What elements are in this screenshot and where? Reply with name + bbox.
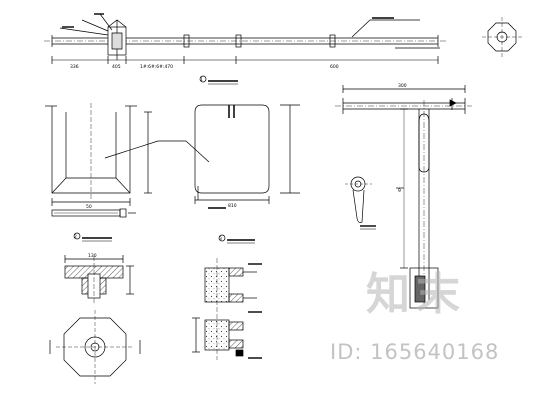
- dim-text: 1#:6#:6#:470: [140, 64, 173, 70]
- dim-text: 336: [70, 64, 79, 70]
- view-label-number: 2: [74, 234, 77, 240]
- octagon-section: [482, 17, 522, 57]
- view-label-number: 1: [200, 77, 203, 83]
- rod-elevation: [44, 13, 446, 64]
- dim-text: 600: [330, 64, 339, 70]
- dim-text: 9: [398, 188, 401, 194]
- watermark-id: ID: 165640168: [330, 340, 500, 364]
- watermark-brand: 知末: [366, 269, 466, 320]
- dim-text: 50: [86, 204, 92, 210]
- u-frame-view: [45, 103, 186, 242]
- view-label-number: 3: [219, 236, 222, 242]
- dim-text: 810: [228, 203, 237, 209]
- plate-view: [185, 104, 300, 244]
- dim-text: 130: [88, 253, 97, 259]
- t-handle-view: [335, 85, 472, 309]
- cap-section: [49, 255, 141, 384]
- dim-text: 300: [398, 83, 407, 89]
- connector-section: [192, 258, 262, 360]
- dim-text: 405: [112, 64, 121, 70]
